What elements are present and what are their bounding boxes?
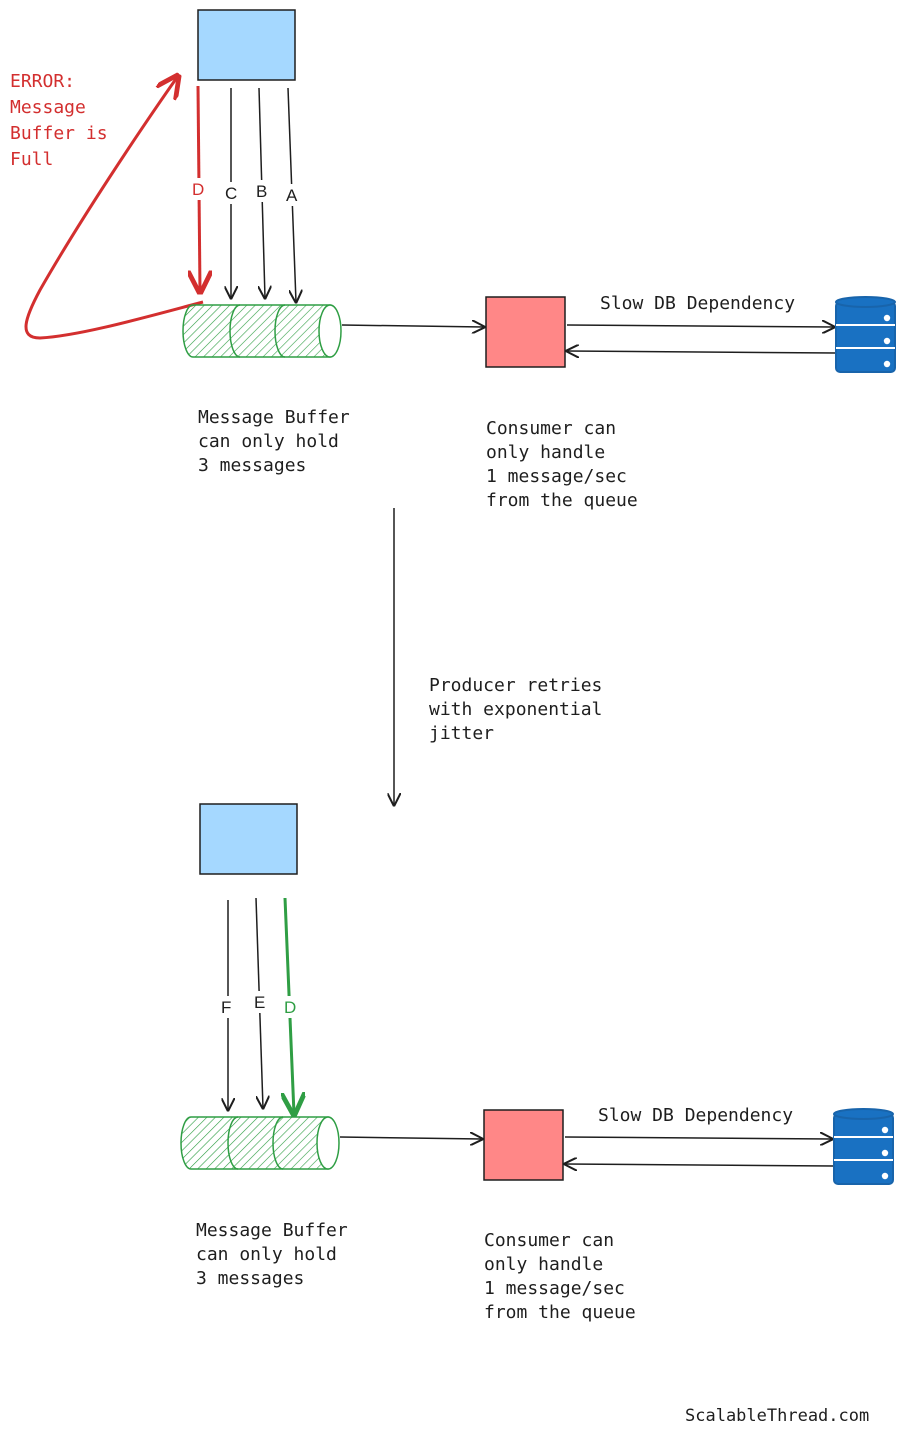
error-return-arrow [24,76,204,340]
top-buffer-caption: Message Buffer can only hold 3 messages [198,407,361,476]
top-db-to-consumer-arrow [567,351,837,353]
message-f-label: F [221,998,231,1017]
bottom-buffer-to-consumer-arrow [339,1137,482,1139]
top-message-buffer [182,304,342,358]
bottom-consumer-caption: Consumer can only handle 1 message/sec f… [484,1230,636,1323]
top-consumer-caption: Consumer can only handle 1 message/sec f… [486,418,638,511]
top-scenario: ERROR: Message Buffer is Full D C B A Me… [10,9,896,511]
top-buffer-to-consumer-arrow [341,325,484,327]
bottom-consumer-to-db-arrow [564,1137,832,1139]
bottom-database-icon [833,1108,894,1185]
top-consumer-box [485,296,566,368]
bottom-scenario: F E D Message Buffer can only hold 3 mes… [180,803,894,1323]
bottom-db-label: Slow DB Dependency [598,1105,793,1126]
message-d-retry-label: D [284,998,296,1017]
message-a-label: A [286,186,298,205]
footer-watermark: ScalableThread.com [685,1406,869,1426]
bottom-buffer-caption: Message Buffer can only hold 3 messages [196,1220,359,1289]
message-d-label: D [192,180,204,199]
message-b-label: B [256,182,267,201]
top-producer-box [197,9,296,81]
bottom-producer-box [199,803,298,875]
bottom-db-to-consumer-arrow [565,1164,835,1166]
error-label: ERROR: Message Buffer is Full [10,71,118,170]
top-db-label: Slow DB Dependency [600,293,795,314]
message-e-label: E [254,993,265,1012]
top-database-icon [835,296,896,373]
message-c-label: C [225,184,237,203]
transition-caption: Producer retries with exponential jitter [429,675,613,744]
bottom-message-buffer [180,1116,340,1170]
bottom-consumer-box [483,1109,564,1181]
top-consumer-to-db-arrow [566,325,834,327]
